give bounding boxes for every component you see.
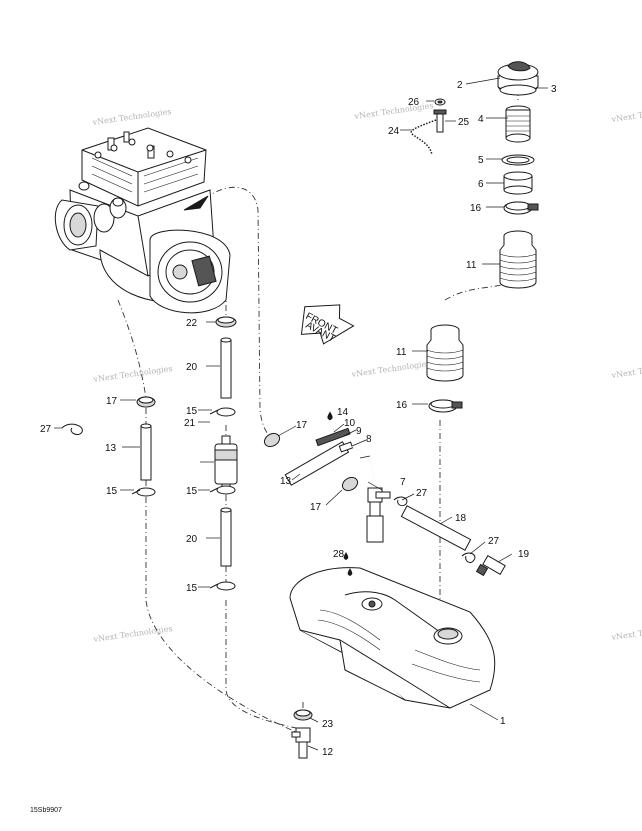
watermark-text: vNext Technologies — [350, 359, 431, 379]
callout-17-upper: 17 — [296, 420, 308, 431]
center-filter-line — [209, 316, 238, 591]
callout-labels: 1 2 3 4 5 6 7 8 9 10 11 11 12 13 13 14 1… — [40, 80, 557, 758]
callout-4: 4 — [478, 114, 484, 125]
watermark-text: vNext Technologies — [610, 104, 642, 124]
watermark-text: vNext Technologies — [353, 101, 434, 121]
watermark-text: vNext Technologies — [610, 360, 642, 380]
callout-24: 24 — [388, 126, 400, 137]
watermark-text: vNext Technologies — [92, 364, 173, 384]
callout-26: 26 — [408, 97, 420, 108]
callout-11-lower: 11 — [396, 347, 407, 358]
callout-15-lower: 15 — [186, 583, 198, 594]
callout-17-left: 17 — [106, 396, 118, 407]
callout-21: 21 — [184, 418, 196, 429]
callout-27-middle: 27 — [416, 488, 428, 499]
callout-16-upper: 16 — [470, 203, 482, 214]
callout-20-lower: 20 — [186, 534, 198, 545]
callout-28: 28 — [333, 549, 345, 560]
watermark-text: vNext Technologies — [91, 107, 172, 127]
leader-lines — [54, 77, 548, 751]
callout-18: 18 — [455, 513, 467, 524]
callout-15-left: 15 — [106, 486, 118, 497]
callout-13-left: 13 — [105, 443, 117, 454]
callout-16-lower: 16 — [396, 400, 408, 411]
vent-hose-group — [400, 505, 506, 577]
callout-11-upper: 11 — [466, 260, 477, 271]
figure-code: 15Sb9907 — [30, 807, 62, 814]
callout-3: 3 — [551, 84, 557, 95]
callout-27-right: 27 — [488, 536, 500, 547]
callout-20-upper: 20 — [186, 362, 198, 373]
callout-19: 19 — [518, 549, 530, 560]
callout-5: 5 — [478, 155, 484, 166]
callout-13-right: 13 — [280, 476, 292, 487]
callout-12: 12 — [322, 747, 334, 758]
callout-25: 25 — [458, 117, 470, 128]
fluid-drop-icon — [343, 552, 349, 560]
callout-10: 10 — [344, 418, 356, 429]
callout-22: 22 — [186, 318, 198, 329]
callout-14: 14 — [337, 407, 349, 418]
outlet-fitting — [291, 709, 313, 759]
callout-7: 7 — [400, 477, 406, 488]
callout-27-left: 27 — [40, 424, 52, 435]
callout-2: 2 — [457, 80, 463, 91]
filler-neck-assembly — [410, 61, 539, 289]
watermark-text: vNext Technologies — [92, 624, 173, 644]
callout-1: 1 — [500, 716, 506, 727]
callout-15-middle: 15 — [186, 486, 198, 497]
watermark-text: vNext Technologies — [610, 622, 642, 642]
callout-8: 8 — [366, 434, 372, 445]
callout-9: 9 — [356, 426, 362, 437]
lower-bellows — [426, 324, 464, 413]
fuel-tank — [289, 567, 496, 709]
engine-assembly — [54, 127, 231, 314]
left-hose-group — [61, 396, 156, 497]
callout-6: 6 — [478, 179, 484, 190]
callout-17-lower: 17 — [310, 502, 322, 513]
callout-15-upper: 15 — [186, 406, 198, 417]
callout-23: 23 — [322, 719, 334, 730]
front-direction-arrow: FRONT AVANT — [300, 304, 355, 345]
